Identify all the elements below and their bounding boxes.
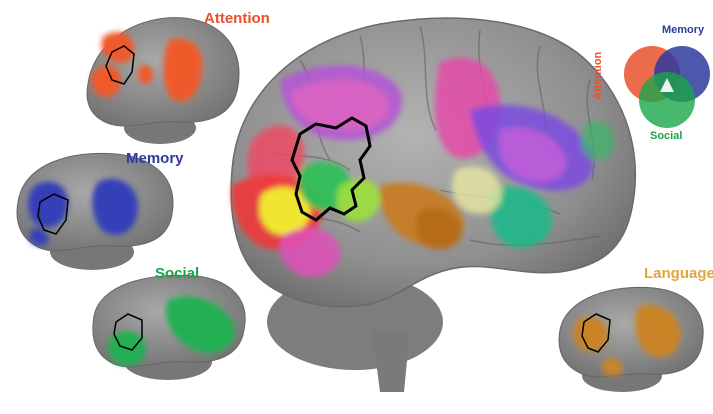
venn-legend <box>624 46 710 128</box>
label-social: Social <box>155 265 199 282</box>
main-brainstem <box>372 330 410 392</box>
venn-label-social: Social <box>650 130 682 142</box>
label-language: Language <box>644 265 713 282</box>
memory-brain <box>17 153 173 270</box>
label-memory: Memory <box>126 150 184 167</box>
venn-label-memory: Memory <box>662 24 704 36</box>
language-brain <box>559 287 703 392</box>
venn-label-attention: Attention <box>592 52 604 100</box>
social-brain <box>93 275 245 380</box>
attention-brain <box>87 18 239 144</box>
label-attention: Attention <box>204 10 270 27</box>
